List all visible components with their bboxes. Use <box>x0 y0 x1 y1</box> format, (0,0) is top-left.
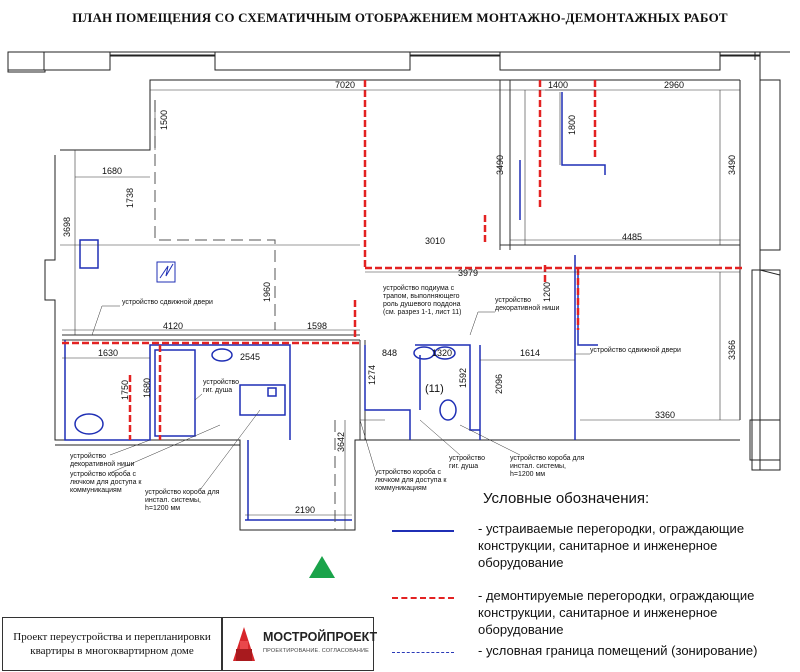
demolished-partitions <box>62 80 745 440</box>
note-box-right-1: устройство короба для <box>510 454 585 462</box>
north-arrow-icon <box>309 556 335 578</box>
dim-1320: 1320 <box>432 348 452 358</box>
brand-name: МОСТРОЙПРОЕКТ <box>263 630 378 644</box>
note-box-left-3: коммуникациям <box>70 487 122 494</box>
dim-2545: 2545 <box>240 352 260 362</box>
legend-item-zoning: - условная граница помещений (зонировани… <box>478 643 758 658</box>
zoning-lines <box>154 100 336 530</box>
brand-subtitle: ПРОЕКТИРОВАНИЕ. СОГЛАСОВАНИЕ <box>263 648 370 654</box>
legend-line-new <box>392 530 454 532</box>
dim-2190: 2190 <box>295 505 315 515</box>
dimension-lines <box>60 89 740 530</box>
brand-logo-icon <box>229 623 259 665</box>
dimension-labels: 7020 1400 2960 1500 1800 3490 3490 1680 … <box>62 80 737 515</box>
note-sliding-door-left: устройство сдвижной двери <box>122 298 213 306</box>
dim-1680-top: 1680 <box>102 166 122 176</box>
note-box-left-1: устройство короба с <box>70 470 137 478</box>
note-box-install-1: устройство короба для <box>145 488 220 496</box>
note-box-install-2: инстал. системы, <box>145 497 201 504</box>
project-description: Проект переустройства и перепланировки к… <box>2 617 222 671</box>
dim-3642: 3642 <box>336 432 346 452</box>
note-niche-right-2: декоративной ниши <box>495 304 559 312</box>
dim-3360: 3360 <box>655 410 675 420</box>
annotations: устройство сдвижной двери устройство под… <box>70 284 681 512</box>
dim-3010: 3010 <box>425 236 445 246</box>
note-shower-left-1: устройство <box>203 378 239 386</box>
note-shower-right-2: гиг. душа <box>449 463 478 470</box>
dim-3490-left: 3490 <box>495 155 505 175</box>
exterior-walls <box>7 51 790 531</box>
dim-1750: 1750 <box>120 380 130 400</box>
dim-4485: 4485 <box>622 232 642 242</box>
dim-7020: 7020 <box>335 80 355 90</box>
dim-3698: 3698 <box>62 217 72 237</box>
note-podium-1: устройство подиума с <box>383 284 455 292</box>
note-podium-2: трапом, выполняющего <box>383 293 460 300</box>
shaft-icon <box>156 261 176 283</box>
dim-1592: 1592 <box>458 368 468 388</box>
dim-1960: 1960 <box>262 282 272 302</box>
dim-1800: 1800 <box>567 115 577 135</box>
note-niche-left-2: декоративной ниши <box>70 460 134 468</box>
note-podium-3: роль душевого поддона <box>383 301 461 308</box>
dim-1630: 1630 <box>98 348 118 358</box>
legend-line-zoning <box>392 652 454 653</box>
dim-4120: 4120 <box>163 321 183 331</box>
note-niche-right-1: устройство <box>495 296 531 304</box>
note-box-left-2: лючком для доступа к <box>70 479 142 486</box>
dim-848: 848 <box>382 348 397 358</box>
note-box-mid-3: коммуникациям <box>375 485 427 492</box>
legend-line-demolish <box>392 597 454 599</box>
section-mark: (11) <box>425 383 444 395</box>
note-box-right-2: инстал. системы, <box>510 463 566 470</box>
note-box-mid-1: устройство короба с <box>375 468 442 476</box>
brand-logo-block: МОСТРОЙПРОЕКТ ПРОЕКТИРОВАНИЕ. СОГЛАСОВАН… <box>222 617 378 671</box>
note-podium-4: (см. разрез 1-1, лист 11) <box>383 309 462 316</box>
legend-item-new: - устраиваемые перегородки, ограждающие … <box>478 521 745 570</box>
dim-3490-right: 3490 <box>727 155 737 175</box>
dim-1598: 1598 <box>307 321 327 331</box>
dim-1200: 1200 <box>542 282 552 302</box>
dim-2096: 2096 <box>494 374 504 394</box>
dim-1274: 1274 <box>367 365 377 385</box>
note-box-install-3: h=1200 мм <box>145 505 180 512</box>
note-box-mid-2: лючком для доступа к <box>375 477 447 484</box>
dim-1738: 1738 <box>125 188 135 208</box>
dim-3979: 3979 <box>458 268 478 278</box>
dim-1614: 1614 <box>520 348 540 358</box>
note-niche-left-1: устройство <box>70 452 106 460</box>
note-shower-right-1: устройство <box>449 454 485 462</box>
interior-walls <box>62 80 740 440</box>
page-title: ПЛАН ПОМЕЩЕНИЯ СО СХЕМАТИЧНЫМ ОТОБРАЖЕНИ… <box>72 10 728 25</box>
leader-lines <box>91 305 590 491</box>
note-box-right-3: h=1200 мм <box>510 471 545 478</box>
dim-2960: 2960 <box>664 80 684 90</box>
legend-item-demolish: - демонтируемые перегородки, ограждающие… <box>478 588 755 637</box>
note-shower-left-2: гиг. душа <box>203 387 232 394</box>
legend-title: Условные обозначения: <box>483 490 650 507</box>
dim-1680-bath: 1680 <box>142 378 152 398</box>
dim-1500: 1500 <box>159 110 169 130</box>
dim-3366: 3366 <box>727 340 737 360</box>
dim-1400: 1400 <box>548 80 568 90</box>
note-sliding-door-right: устройство сдвижной двери <box>590 346 681 354</box>
